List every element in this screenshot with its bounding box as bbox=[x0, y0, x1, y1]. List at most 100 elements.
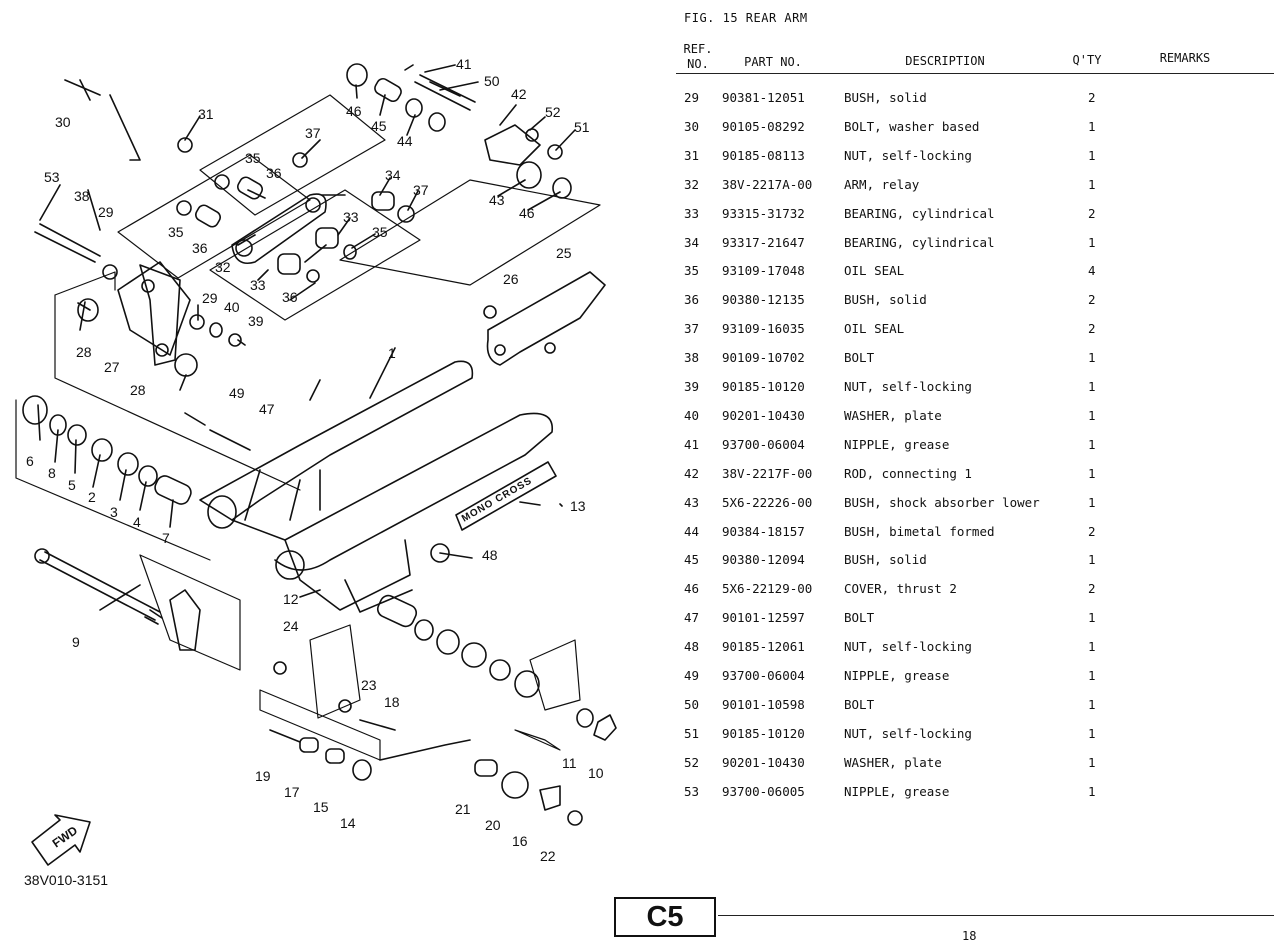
callout-27: 27 bbox=[104, 359, 120, 375]
qty-cell: 1 bbox=[1088, 176, 1096, 192]
callout-36c: 36 bbox=[282, 289, 298, 305]
description-cell: BOLT bbox=[844, 350, 875, 366]
ref-cell: 33 bbox=[684, 205, 700, 221]
part-no-cell: 90185-10120 bbox=[722, 379, 805, 394]
callout-40: 40 bbox=[224, 299, 240, 315]
ref-cell: 50 bbox=[684, 696, 700, 712]
description-cell: NUT, self-locking bbox=[844, 639, 972, 655]
ref-cell: 42 bbox=[684, 465, 700, 481]
callout-19: 19 bbox=[255, 768, 271, 784]
callout-39: 39 bbox=[248, 313, 264, 329]
description-cell: BOLT bbox=[844, 610, 875, 626]
callout-49: 49 bbox=[229, 385, 245, 401]
qty-cell: 1 bbox=[1088, 234, 1096, 250]
callout-1: 1 bbox=[388, 345, 396, 361]
description-cell: NUT, self-locking bbox=[844, 725, 972, 741]
part-no-cell: 5X6-22129-00 bbox=[722, 581, 813, 597]
callout-28b: 28 bbox=[130, 382, 146, 398]
callout-38: 38 bbox=[74, 188, 90, 204]
description-cell: BOLT bbox=[844, 696, 875, 712]
ref-cell: 38 bbox=[684, 350, 700, 366]
callout-22: 22 bbox=[540, 848, 556, 864]
qty-cell: 1 bbox=[1088, 407, 1096, 423]
qty-cell: 2 bbox=[1088, 90, 1096, 105]
callout-50: 50 bbox=[484, 73, 500, 89]
part-no-cell: 90105-08292 bbox=[722, 118, 805, 134]
callout-10: 10 bbox=[588, 765, 604, 781]
description-cell: OIL SEAL bbox=[844, 263, 905, 279]
part-no-cell: 90101-12597 bbox=[722, 610, 805, 626]
qty-cell: 1 bbox=[1088, 379, 1096, 394]
drawing-code: 38V010-3151 bbox=[24, 872, 108, 888]
qty-cell: 4 bbox=[1088, 263, 1096, 279]
callout-3: 3 bbox=[110, 504, 118, 520]
description-cell: BEARING, cylindrical bbox=[844, 234, 995, 250]
part-no-cell: 93700-06005 bbox=[722, 783, 805, 799]
callout-13: 13 bbox=[570, 498, 586, 514]
callout-25: 25 bbox=[556, 245, 572, 261]
description-cell: ARM, relay bbox=[844, 176, 920, 192]
callout-2: 2 bbox=[88, 489, 96, 505]
qty-cell: 1 bbox=[1088, 610, 1096, 626]
header-qty: Q'TY bbox=[1072, 53, 1102, 67]
ref-cell: 29 bbox=[684, 90, 700, 105]
header-part-no: PART NO. bbox=[744, 55, 802, 69]
ref-cell: 49 bbox=[684, 668, 700, 683]
header-divider bbox=[676, 73, 1274, 74]
part-no-cell: 90185-10120 bbox=[722, 725, 805, 741]
qty-cell: 1 bbox=[1088, 639, 1096, 655]
description-cell: COVER, thrust 2 bbox=[844, 581, 957, 597]
callout-12: 12 bbox=[283, 591, 299, 607]
callout-20: 20 bbox=[485, 817, 501, 833]
part-no-cell: 93315-31732 bbox=[722, 205, 805, 221]
callout-47: 47 bbox=[259, 401, 275, 417]
ref-cell: 51 bbox=[684, 725, 700, 741]
qty-cell: 1 bbox=[1088, 118, 1096, 134]
exploded-parts-diagram: 1 2 3 4 5 6 7 8 9 10 11 12 13 14 15 16 1… bbox=[15, 56, 617, 888]
header-description: DESCRIPTION bbox=[905, 54, 985, 68]
callout-30: 30 bbox=[55, 114, 71, 130]
part-no-cell: 90101-10598 bbox=[722, 696, 805, 712]
ref-cell: 44 bbox=[684, 523, 700, 539]
ref-cell: 37 bbox=[684, 321, 700, 337]
callout-41: 41 bbox=[456, 56, 472, 72]
qty-cell: 1 bbox=[1088, 147, 1096, 163]
callout-29: 29 bbox=[98, 204, 114, 220]
callout-9: 9 bbox=[72, 634, 80, 650]
callout-33: 33 bbox=[343, 209, 359, 225]
callout-6: 6 bbox=[26, 453, 34, 469]
description-cell: BOLT, washer based bbox=[844, 118, 980, 134]
ref-cell: 36 bbox=[684, 292, 700, 308]
ref-cell: 30 bbox=[684, 118, 700, 134]
description-cell: NUT, self-locking bbox=[844, 147, 972, 163]
ref-cell: 34 bbox=[684, 234, 700, 250]
qty-cell: 1 bbox=[1088, 350, 1096, 366]
header-remarks: REMARKS bbox=[1159, 51, 1211, 65]
ref-cell: 52 bbox=[684, 754, 700, 770]
callout-29b: 29 bbox=[202, 290, 218, 306]
callout-4: 4 bbox=[133, 514, 141, 530]
callout-28: 28 bbox=[76, 344, 92, 360]
part-no-cell: 93700-06004 bbox=[722, 436, 805, 452]
description-cell: OIL SEAL bbox=[844, 321, 905, 337]
description-cell: ROD, connecting 1 bbox=[844, 465, 972, 481]
callout-23: 23 bbox=[361, 677, 377, 693]
callout-8: 8 bbox=[48, 465, 56, 481]
callout-18: 18 bbox=[384, 694, 400, 710]
callout-36: 36 bbox=[266, 165, 282, 181]
description-cell: WASHER, plate bbox=[844, 754, 942, 770]
part-no-cell: 90109-10702 bbox=[722, 350, 805, 366]
qty-cell: 1 bbox=[1088, 725, 1096, 741]
callout-11: 11 bbox=[562, 755, 577, 771]
header-ref-no: REF. NO. bbox=[683, 42, 713, 71]
qty-cell: 2 bbox=[1088, 523, 1096, 539]
part-no-cell: 38V-2217F-00 bbox=[722, 465, 813, 481]
description-cell: NIPPLE, grease bbox=[844, 436, 950, 452]
callout-37b: 37 bbox=[413, 182, 429, 198]
callout-34: 34 bbox=[385, 167, 401, 183]
ref-cell: 45 bbox=[684, 552, 700, 568]
part-no-cell: 93700-06004 bbox=[722, 668, 805, 683]
ref-cell: 46 bbox=[684, 581, 700, 597]
ref-cell: 32 bbox=[684, 176, 700, 192]
qty-cell: 1 bbox=[1088, 696, 1096, 712]
